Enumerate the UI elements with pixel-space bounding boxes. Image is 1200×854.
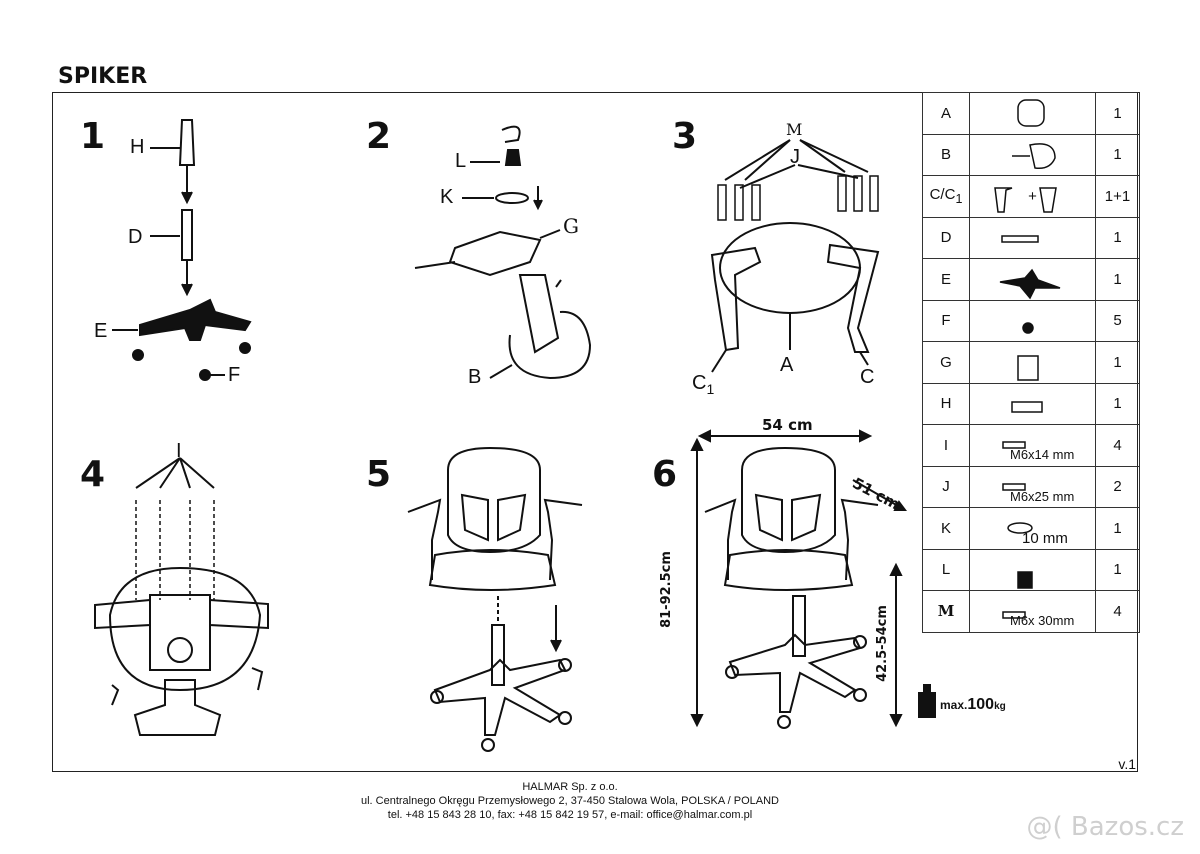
step3-drawing bbox=[710, 139, 880, 373]
step-number-2: 2 bbox=[366, 116, 392, 157]
part-spec: M6x25 mm bbox=[1010, 488, 1075, 504]
part-qty: 1 bbox=[1095, 382, 1140, 425]
part-code: I bbox=[922, 424, 970, 467]
part-code: L bbox=[922, 548, 970, 591]
step-number-6: 6 bbox=[652, 454, 678, 495]
part-code: D bbox=[922, 216, 970, 259]
part-image: + bbox=[969, 175, 1096, 218]
table-row: J M6x25 mm 2 bbox=[922, 465, 1140, 508]
part-spec: M6x 30mm bbox=[1010, 613, 1075, 628]
part-image bbox=[969, 258, 1096, 301]
part-code: J bbox=[922, 465, 970, 508]
label-d: D bbox=[128, 226, 143, 248]
part-qty: 2 bbox=[1095, 465, 1140, 508]
step6-drawing bbox=[690, 429, 907, 729]
part-qty: 1 bbox=[1095, 92, 1140, 135]
part-image: M6x14 mm bbox=[969, 424, 1096, 467]
part-image: M6x 30mm bbox=[969, 590, 1096, 633]
part-qty: 1+1 bbox=[1095, 175, 1140, 218]
dimension-width: 54 cm bbox=[762, 416, 813, 434]
part-code: E bbox=[922, 258, 970, 301]
label-c1: C1 bbox=[692, 372, 715, 397]
page-title: SPIKER bbox=[58, 64, 148, 89]
footer-contact: tel. +48 15 843 28 10, fax: +48 15 842 1… bbox=[387, 809, 753, 821]
step2-drawing bbox=[414, 125, 592, 380]
table-row: M M6x 30mm 4 bbox=[922, 590, 1140, 633]
step-number-4: 4 bbox=[80, 454, 106, 495]
label-a: A bbox=[780, 354, 794, 376]
part-code: F bbox=[922, 299, 970, 342]
part-qty: 1 bbox=[1095, 258, 1140, 301]
weight-icon bbox=[918, 684, 936, 718]
part-code: G bbox=[922, 341, 970, 384]
dimension-height: 81-92.5cm bbox=[658, 551, 674, 628]
label-k: K bbox=[440, 186, 454, 208]
part-code: B bbox=[922, 133, 970, 176]
part-qty: 1 bbox=[1095, 133, 1140, 176]
part-image bbox=[969, 216, 1096, 259]
label-b: B bbox=[468, 366, 482, 388]
label-g: G bbox=[563, 214, 579, 238]
part-qty: 1 bbox=[1095, 216, 1140, 259]
part-code: M bbox=[922, 590, 970, 633]
part-code: H bbox=[922, 382, 970, 425]
step-number-5: 5 bbox=[366, 454, 392, 495]
label-c: C bbox=[860, 366, 875, 388]
part-spec: 10 mm bbox=[1022, 530, 1068, 547]
part-image: M6x25 mm bbox=[969, 465, 1096, 508]
dimension-seat-height: 42.5-54cm bbox=[874, 605, 890, 682]
step4-drawing bbox=[94, 457, 269, 736]
part-qty: 1 bbox=[1095, 548, 1140, 591]
part-image bbox=[969, 133, 1096, 176]
part-image: 10 mm bbox=[969, 507, 1096, 550]
label-h: H bbox=[130, 136, 145, 158]
max-weight: max.100kg bbox=[940, 696, 1006, 713]
part-code: C/C1 bbox=[922, 175, 970, 218]
part-qty: 1 bbox=[1095, 507, 1140, 550]
label-l: L bbox=[455, 150, 467, 172]
label-j: J bbox=[790, 146, 800, 168]
label-f: F bbox=[228, 364, 241, 386]
table-row: C/C1 +1+1 bbox=[922, 175, 1140, 218]
step-number-3: 3 bbox=[672, 116, 698, 157]
step-number-1: 1 bbox=[80, 116, 106, 157]
part-qty: 4 bbox=[1095, 590, 1140, 633]
label-i: I bbox=[176, 440, 182, 462]
part-image bbox=[969, 341, 1096, 384]
part-qty: 4 bbox=[1095, 424, 1140, 467]
part-image bbox=[969, 382, 1096, 425]
watermark: @( Bazos.cz bbox=[1026, 812, 1185, 842]
part-qty: 5 bbox=[1095, 299, 1140, 342]
label-m: M bbox=[786, 120, 803, 139]
part-spec: + bbox=[1028, 187, 1037, 205]
step1-drawing bbox=[112, 119, 252, 381]
version: v.1 bbox=[1118, 756, 1136, 772]
table-row: K 10 mm 1 bbox=[922, 507, 1140, 550]
part-code: A bbox=[922, 92, 970, 135]
part-code: K bbox=[922, 507, 970, 550]
part-image bbox=[969, 299, 1096, 342]
table-row: I M6x14 mm 4 bbox=[922, 424, 1140, 467]
label-e: E bbox=[94, 320, 108, 342]
part-qty: 1 bbox=[1095, 341, 1140, 384]
part-spec: M6x14 mm bbox=[1010, 447, 1075, 462]
footer-address: ul. Centralnego Okręgu Przemysłowego 2, … bbox=[360, 795, 779, 807]
step5-drawing bbox=[407, 446, 583, 752]
part-image bbox=[969, 92, 1096, 135]
part-image bbox=[969, 548, 1096, 591]
footer-company: HALMAR Sp. z o.o. bbox=[522, 781, 618, 793]
